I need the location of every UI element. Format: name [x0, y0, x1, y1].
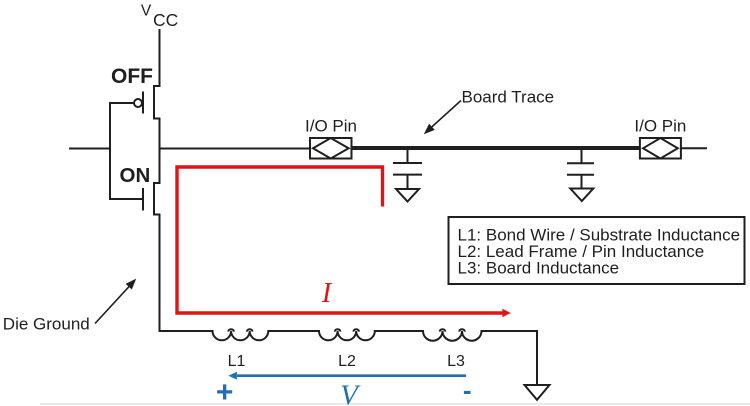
io-pin-diamond-left: [311, 136, 351, 160]
legend-line-2: L2: Lead Frame / Pin Inductance: [458, 242, 705, 261]
vcc-wire-and-pmos-channel: [153, 29, 161, 149]
nmos-channel-and-ground-rail: [153, 148, 538, 385]
pmos-state-label: OFF: [111, 65, 153, 88]
capacitor2: [567, 150, 594, 189]
current-arrowhead: [502, 308, 511, 318]
legend-box: [447, 216, 746, 285]
l3-label: L3: [447, 353, 465, 370]
gate-wire: [109, 102, 143, 200]
die-ground-label: Die Ground: [3, 315, 90, 334]
plus-label: +: [216, 376, 234, 406]
vcc-label-v: V: [141, 3, 152, 20]
inductor-coil-cusps: [227, 328, 466, 332]
io-pin-diamond-right: [641, 136, 680, 160]
bottom-smudge: [40, 403, 750, 405]
l2-label: L2: [338, 353, 356, 370]
current-label: I: [321, 278, 333, 309]
current-path: [175, 165, 503, 315]
board-trace-arrowhead: [423, 123, 435, 135]
pmos-bubble: [133, 98, 143, 108]
io-pin-label-left: I/O Pin: [305, 117, 357, 136]
vcc-label-cc: CC: [153, 10, 178, 30]
legend-line-3: L3: Board Inductance: [458, 258, 620, 277]
capacitor1: [393, 150, 422, 189]
io-pin-label-right: I/O Pin: [634, 117, 686, 136]
legend-line-1: L1: Bond Wire / Substrate Inductance: [458, 226, 741, 245]
voltage-arrowhead: [228, 371, 237, 380]
minus-label: -: [463, 375, 472, 405]
voltage-label: V: [340, 380, 361, 406]
die-ground-arrowhead: [125, 278, 137, 290]
capacitor2-ground-symbol: [568, 187, 596, 203]
board-trace-label: Board Trace: [462, 87, 555, 106]
board-trace-arrow-line: [428, 99, 462, 130]
io-pin-box-left: [309, 137, 353, 160]
l1-label: L1: [228, 353, 246, 370]
capacitor1-ground-symbol: [393, 188, 422, 203]
nmos-state-label: ON: [120, 164, 151, 187]
io-pin-box-right: [638, 137, 682, 160]
die-ground-arrow-line: [94, 284, 132, 325]
board-ground-symbol: [522, 384, 552, 402]
